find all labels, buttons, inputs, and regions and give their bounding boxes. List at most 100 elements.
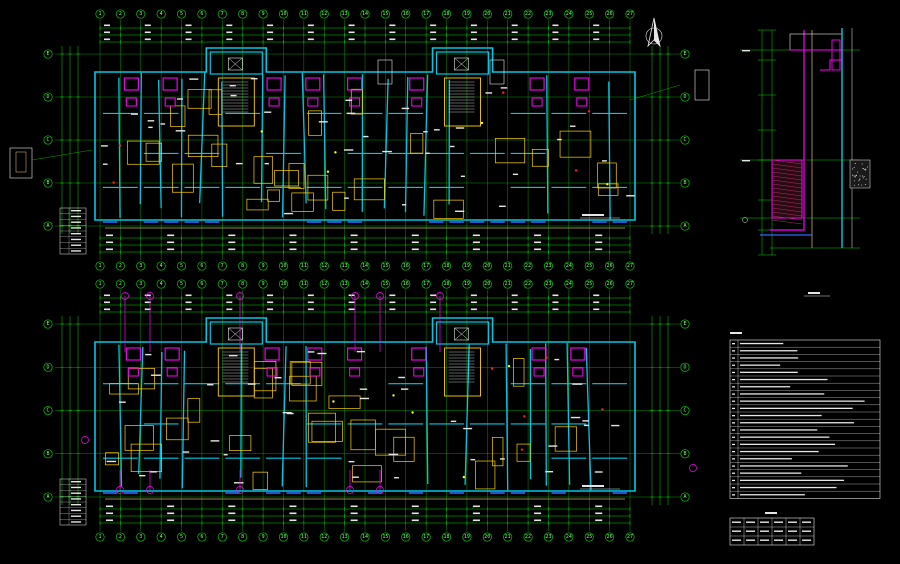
schedule-cell-text xyxy=(746,530,755,532)
dimension-text xyxy=(593,294,600,297)
grid-bubble-bottom xyxy=(543,261,554,271)
dimension-text xyxy=(593,24,600,27)
dimension-text xyxy=(167,519,175,522)
room-label-text xyxy=(463,427,473,430)
dimension-text xyxy=(228,512,236,515)
grid-bubble-top xyxy=(299,9,309,19)
legend-text xyxy=(71,210,81,212)
room-label-text xyxy=(148,126,153,129)
grid-number-label: 5 xyxy=(180,534,183,540)
dimension-text xyxy=(226,38,233,41)
dimension-text xyxy=(144,38,151,41)
section-insulation-dot xyxy=(852,174,854,176)
section-insulation-dot xyxy=(862,168,864,170)
room-boundary xyxy=(145,142,162,162)
room-label-text xyxy=(235,162,243,165)
fixture-marker xyxy=(574,169,578,172)
grid-bubble-top xyxy=(278,279,289,289)
grid-bubble-bottom xyxy=(340,532,350,542)
dimension-text xyxy=(552,301,559,304)
interior-wall xyxy=(505,343,509,490)
section-insulation xyxy=(849,159,871,189)
interior-wall xyxy=(118,344,123,487)
side-detail-symbols xyxy=(9,59,710,179)
kitchen-fixture xyxy=(268,97,280,107)
grid-bubble-top xyxy=(503,9,513,19)
room-boundary xyxy=(187,134,219,157)
grid-number-label: 6 xyxy=(200,281,203,287)
side-detail-box xyxy=(9,147,33,179)
room-boundary xyxy=(253,156,274,184)
notes-row-number xyxy=(732,415,735,417)
section-insulation-dot xyxy=(862,177,864,179)
schedule-cell-text xyxy=(760,539,769,541)
grid-bubble-bottom xyxy=(340,261,350,271)
grid-number-label: 8 xyxy=(241,11,244,17)
kitchen-fixture xyxy=(349,367,361,377)
dimension-text xyxy=(106,248,113,251)
dimension-text xyxy=(228,519,236,522)
notes-row-text xyxy=(740,364,781,366)
grid-bubble-bottom xyxy=(115,261,125,271)
interior-wall xyxy=(322,74,327,210)
bathroom-fixture xyxy=(125,347,141,361)
dimension-text xyxy=(185,31,192,34)
room-label-text xyxy=(106,460,117,463)
dimension-text xyxy=(470,308,477,311)
notes-row-text xyxy=(740,494,805,496)
stair-enclosure xyxy=(444,77,481,127)
schedule-cell-text xyxy=(732,521,741,523)
notes-row-number xyxy=(732,458,735,460)
top-floor-plan: 1122334455667788991010111112121313141415… xyxy=(43,9,690,271)
grid-number-label: 21 xyxy=(505,11,511,17)
grid-bubble-right xyxy=(680,221,690,231)
fixture-marker xyxy=(326,170,330,173)
grid-bubble-top xyxy=(319,9,329,19)
interior-wall xyxy=(545,343,547,486)
bathroom-fixture xyxy=(164,347,180,361)
notes-row-text xyxy=(740,342,784,345)
dimension-text xyxy=(307,294,314,297)
dimension-text xyxy=(552,294,559,297)
room-label-text xyxy=(233,482,244,484)
stair-core xyxy=(435,321,490,345)
section-insulation-dot xyxy=(863,176,865,178)
grid-bubble-top xyxy=(278,9,289,19)
grid-bubble-bottom xyxy=(401,261,411,271)
grid-bubble-bottom xyxy=(156,532,166,542)
grid-bubble-top xyxy=(176,279,187,289)
section-hatch xyxy=(771,183,803,189)
grid-number-label: 18 xyxy=(444,281,450,287)
grid-number-label: 4 xyxy=(160,281,163,287)
grid-number-label: 16 xyxy=(403,11,409,17)
grid-bubble-top xyxy=(401,9,411,19)
room-label-text xyxy=(102,163,108,165)
schedule-title-text xyxy=(765,512,777,514)
room-boundary xyxy=(491,437,504,467)
room-label-text xyxy=(359,397,369,400)
fixture-marker xyxy=(507,364,511,368)
room-label-text xyxy=(363,135,369,138)
exterior-wall-outline xyxy=(94,47,636,221)
dimension-text xyxy=(534,519,542,522)
grid-number-label: 1 xyxy=(98,281,101,287)
dimension-text xyxy=(511,294,518,297)
room-label-text xyxy=(229,85,236,87)
grid-bubble-bottom xyxy=(605,261,615,271)
room-label-text xyxy=(346,112,356,115)
kitchen-fixture xyxy=(349,97,361,107)
dimension-text xyxy=(289,241,297,244)
grid-bubble-right xyxy=(680,135,690,145)
grid-number-label: 6 xyxy=(200,534,203,540)
notes-row-text xyxy=(740,436,830,438)
room-boundary xyxy=(187,398,201,423)
grid-number-label: 9 xyxy=(262,281,265,287)
dimension-text xyxy=(307,24,314,27)
section-insulation-dot xyxy=(854,163,856,165)
dimension-text xyxy=(167,512,175,515)
grid-bubble-bottom xyxy=(401,532,411,542)
schedule-cell-text xyxy=(746,521,755,523)
grid-number-label: 7 xyxy=(221,263,224,269)
grid-bubble-bottom xyxy=(360,532,370,542)
grid-bubble-top xyxy=(380,279,390,289)
